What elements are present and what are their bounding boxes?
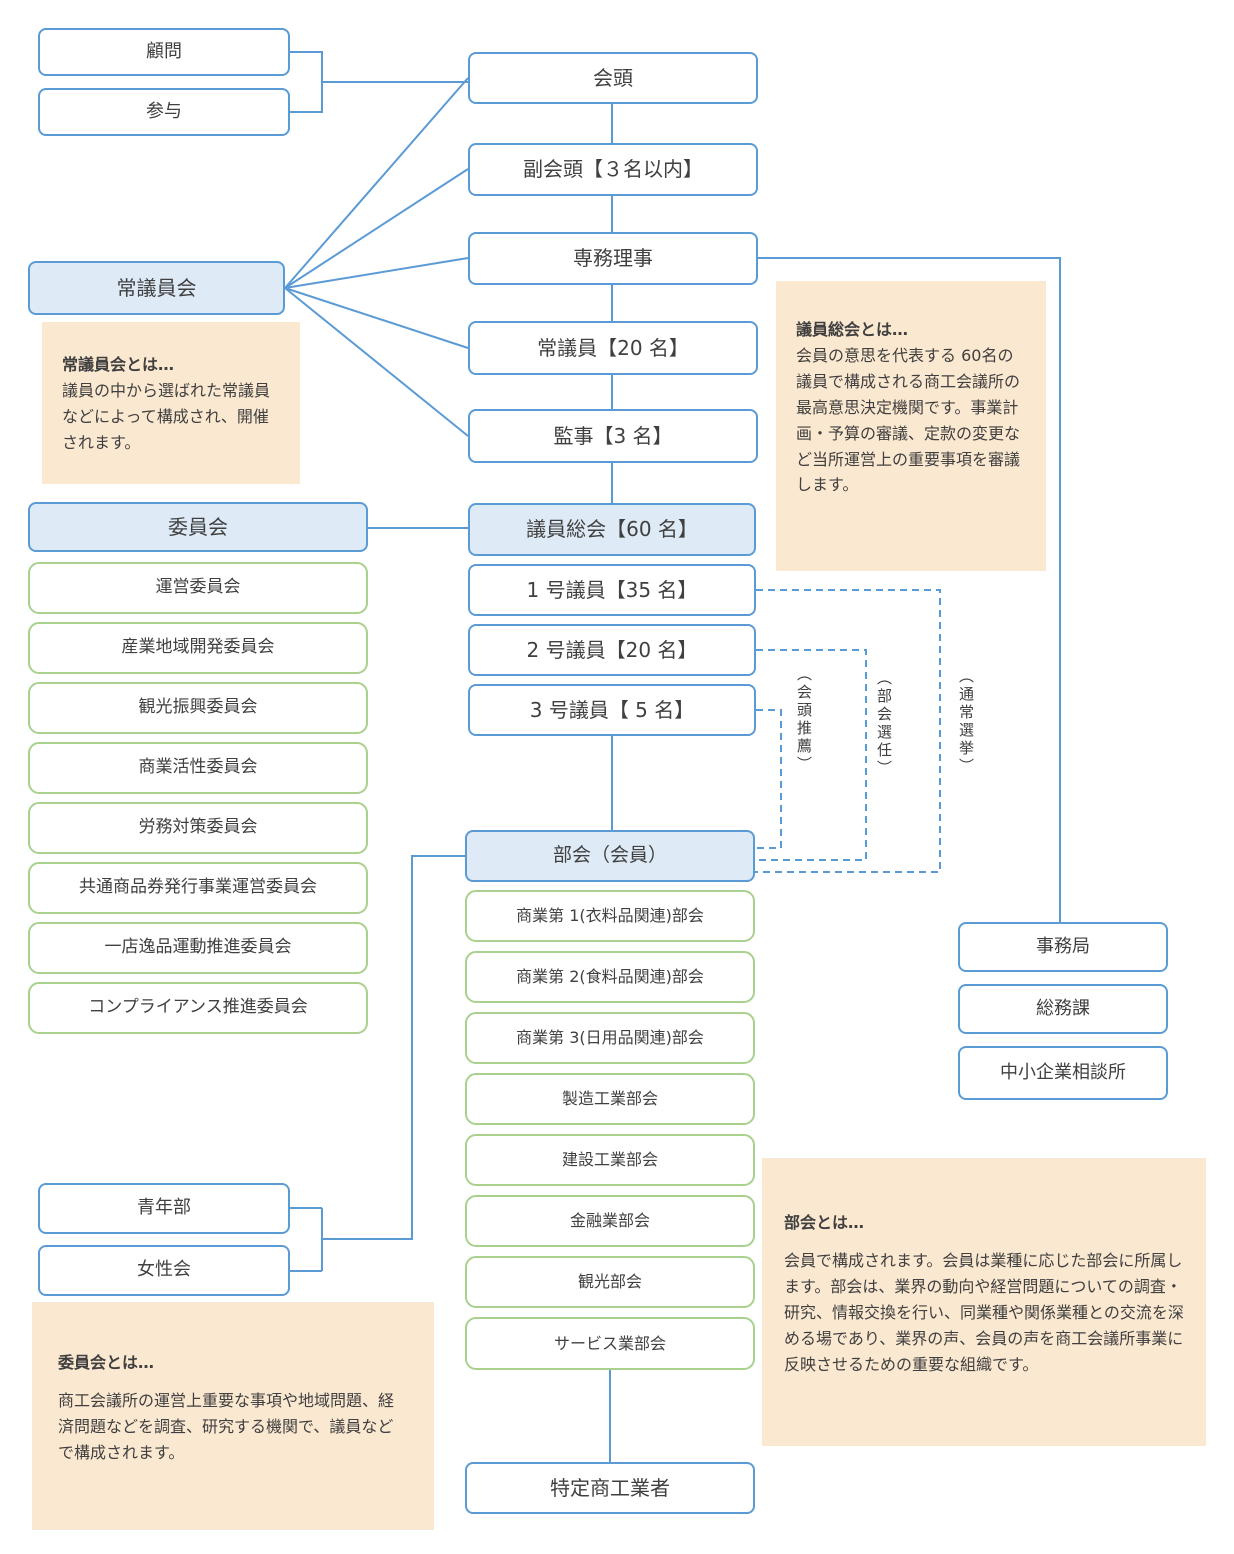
sme-consultation-box: 中小企業相談所: [958, 1046, 1168, 1100]
assembly-box: 議員総会【60 名】: [468, 503, 756, 556]
advisor-box: 顧問: [38, 28, 290, 76]
youth-division-box: 青年部: [38, 1183, 290, 1234]
committee-item-box: 運営委員会: [28, 562, 368, 614]
assembly-member3-box: 3 号議員【 5 名】: [468, 684, 756, 736]
committees-note-title: 委員会とは…: [58, 1353, 155, 1372]
assembly-member2-box: 2 号議員【20 名】: [468, 624, 756, 676]
standing-councilors-box: 常議員【20 名】: [468, 321, 758, 375]
committee-item-box: 観光振興委員会: [28, 682, 368, 734]
committee-item-box: 一店逸品運動推進委員会: [28, 922, 368, 974]
council-to-auditors-line: [284, 287, 469, 437]
sections-to-groups-line: [322, 855, 465, 1240]
standing-council-note: 常議員会とは… 議員の中から選ばれた常議員などによって構成され、開催されます。: [42, 322, 300, 484]
sections-note-body: 会員で構成されます。会員は業種に応じた部会に所属します。部会は、業界の動向や経営…: [784, 1250, 1184, 1374]
auditors-box: 監事【3 名】: [468, 409, 758, 463]
section-item-box: 商業第 2(食料品関連)部会: [465, 951, 755, 1003]
standing-council-box: 常議員会: [28, 261, 285, 315]
committees-header-box: 委員会: [28, 502, 368, 552]
director-to-office-line: [758, 257, 1061, 922]
standing-council-note-body: 議員の中から選ばれた常議員などによって構成され、開催されます。: [62, 380, 271, 452]
council-to-standing-councilors-line: [284, 287, 469, 349]
assembly-member1-box: 1 号議員【35 名】: [468, 564, 756, 616]
section-item-box: 金融業部会: [465, 1195, 755, 1247]
specified-businesses-box: 特定商工業者: [465, 1462, 755, 1514]
secretariat-box: 事務局: [958, 922, 1168, 972]
president-box: 会頭: [468, 52, 758, 104]
vice-president-box: 副会頭【３名以内】: [468, 143, 758, 196]
committee-item-box: 産業地域開発委員会: [28, 622, 368, 674]
advisors-bracket-line: [290, 51, 323, 113]
section-item-box: 商業第 3(日用品関連)部会: [465, 1012, 755, 1064]
standing-council-note-title: 常議員会とは…: [62, 355, 175, 374]
president-recommendation-label: （会頭推薦）: [795, 666, 813, 774]
council-to-president-line: [284, 77, 469, 289]
sections-header-box: 部会（会員）: [465, 830, 755, 882]
committee-item-box: 労務対策委員会: [28, 802, 368, 854]
section-item-box: 製造工業部会: [465, 1073, 755, 1125]
groups-bracket-line: [290, 1207, 323, 1272]
section-selection-label: （部会選任）: [875, 670, 893, 778]
solid-connectors: [284, 51, 1061, 1462]
committees-note: 委員会とは… 商工会議所の運営上重要な事項や地域問題、経済問題などを調査、研究す…: [32, 1302, 434, 1530]
council-to-vice-president-line: [284, 168, 469, 289]
assembly-note-body: 会員の意思を代表する 60名の議員で構成される商工会議所の最高意思決定機関です。…: [796, 345, 1021, 495]
committee-item-box: コンプライアンス推進委員会: [28, 982, 368, 1034]
committee-item-box: 商業活性委員会: [28, 742, 368, 794]
section-item-box: 建設工業部会: [465, 1134, 755, 1186]
women-association-box: 女性会: [38, 1245, 290, 1296]
council-to-executive-director-line: [284, 257, 469, 289]
counselor-box: 参与: [38, 88, 290, 136]
section-item-box: サービス業部会: [465, 1317, 755, 1370]
executive-director-box: 専務理事: [468, 232, 758, 285]
dashed-connectors: [755, 589, 941, 873]
sections-note-title: 部会とは…: [784, 1213, 865, 1232]
general-affairs-box: 総務課: [958, 984, 1168, 1034]
assembly-note-title: 議員総会とは…: [796, 320, 909, 339]
member2-selection-dashed-line: [755, 649, 867, 861]
committee-item-box: 共通商品券発行事業運営委員会: [28, 862, 368, 914]
committees-note-body: 商工会議所の運営上重要な事項や地域問題、経済問題などを調査、研究する機関で、議員…: [58, 1390, 395, 1462]
section-item-box: 観光部会: [465, 1256, 755, 1308]
section-item-box: 商業第 1(衣料品関連)部会: [465, 890, 755, 942]
assembly-note: 議員総会とは… 会員の意思を代表する 60名の議員で構成される商工会議所の最高意…: [776, 281, 1046, 571]
regular-election-label: （通常選挙）: [957, 668, 975, 776]
member3-recommendation-dashed-line: [755, 709, 782, 849]
sections-note: 部会とは… 会員で構成されます。会員は業種に応じた部会に所属します。部会は、業界…: [762, 1158, 1206, 1446]
member1-election-dashed-line: [755, 589, 941, 873]
